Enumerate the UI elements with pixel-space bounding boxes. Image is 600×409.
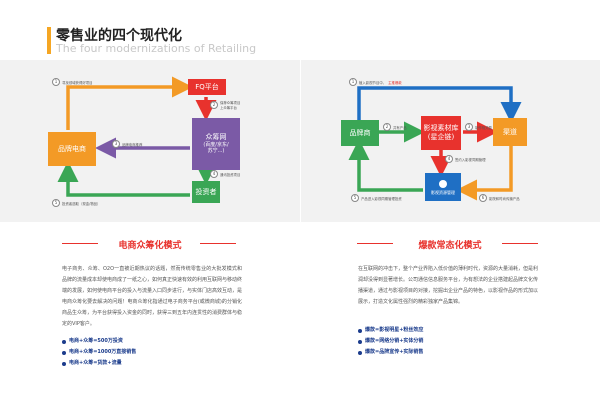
step-1-text: 寻找领域获得好项目 <box>62 80 93 85</box>
r-label-step-4: 4 签约入影视同期管理 <box>445 155 486 163</box>
step-2-text-2: 上众筹平台 <box>220 106 237 110</box>
node-media-library: 影视素材库 (星企链) <box>421 116 461 150</box>
r-step-5-number: 5 <box>351 194 359 202</box>
step-3-text: 品牌电商推荐 <box>122 142 143 147</box>
page-subtitle: The four modernizations of Retailing <box>56 42 257 55</box>
bullet-icon <box>358 339 362 344</box>
node-media-line2: (星企链) <box>427 133 455 141</box>
list-item: 爆款=品牌宣传+实际销售 <box>358 347 423 358</box>
step-3-number: 3 <box>112 140 120 148</box>
step-1-number: 1 <box>52 78 60 86</box>
list-item: 爆款=影视明星+粉丝效应 <box>358 325 423 336</box>
left-section-paragraph: 电子商务、众筹、O2O一直被近期热议的话题，然而传统零售业的大批发模式和品牌的流… <box>62 266 243 327</box>
hot-product-diagram: 品牌商 影视素材库 (星企链) 渠道 影视资源管理 1 植入影视节目中， 主推爆… <box>301 60 600 222</box>
node-brand: 品牌商 <box>341 120 379 146</box>
r-step-6-text: 影院和时尚传播产品 <box>489 196 520 201</box>
right-heading-rule-left <box>357 243 393 244</box>
step-5-number: 5 <box>52 199 60 207</box>
r-step-6-number: 6 <box>479 194 487 202</box>
right-bullet-1: 爆款=影视明星+粉丝效应 <box>365 327 424 333</box>
title-accent-bar <box>47 27 51 54</box>
bullet-icon <box>358 350 362 355</box>
label-step-3: 3 品牌电商推荐 <box>112 140 142 148</box>
left-section-bullets: 电商+众筹=500万投资 电商+众筹=1000万直接销售 电商+众筹=货款+流量 <box>62 336 136 369</box>
arrow-brand-to-channel <box>357 86 522 123</box>
right-section-paragraph: 在互联网的冲击下，整个产业界陷入低价值的薄利时代，资源的大量消耗，但是利润却没得… <box>358 266 539 305</box>
label-step-5: 5 投资者选取（现金/物品） <box>52 199 100 207</box>
logo-icon <box>439 179 447 188</box>
node-crowdfunding: 众筹网 (百度/京东/ 苏宁...) <box>192 118 240 170</box>
label-step-1: 1 寻找领域获得好项目 <box>52 78 93 86</box>
r-label-step-6: 6 影院和时尚传播产品 <box>479 194 520 202</box>
node-fq-platform: FQ平台 <box>188 79 226 95</box>
r-step-1-text: 植入影视节目中， <box>359 80 387 85</box>
bullet-icon <box>62 339 66 344</box>
label-step-2: 2 保荐众筹项目 上众筹平台 <box>210 100 240 110</box>
list-item: 电商+众筹=1000万直接销售 <box>62 347 136 358</box>
step-5-text: 投资者选取（现金/物品） <box>62 201 101 206</box>
r-label-step-2: 2 共有产品 <box>383 123 407 131</box>
r-step-1-highlight: 主推爆款 <box>388 80 402 85</box>
node-resource-text: 影视资源管理 <box>431 189 455 195</box>
r-step-3-number: 3 <box>465 123 473 131</box>
list-item: 电商+众筹=500万投资 <box>62 336 136 347</box>
r-step-2-text: 共有产品 <box>393 125 407 130</box>
node-crowdfunding-line2: (百度/京东/ <box>203 142 229 149</box>
r-step-4-number: 4 <box>445 155 453 163</box>
crowdfunding-diagram: FQ平台 品牌电商 众筹网 (百度/京东/ 苏宁...) 投资者 1 寻找领域获… <box>0 60 300 222</box>
right-heading-rule-right <box>502 243 538 244</box>
crowdfunding-diagram-svg <box>57 76 217 197</box>
r-step-5-text: 产品进入影视同期管理投资 <box>361 196 402 201</box>
arrow-ecommerce-to-fq <box>66 76 193 130</box>
r-step-1-number: 1 <box>349 78 357 86</box>
right-bullet-2: 爆款=网络分销+实体分销 <box>365 338 424 344</box>
left-section-heading: 电商众筹化模式 <box>118 241 182 251</box>
bullet-icon <box>358 328 362 333</box>
left-bullet-1: 电商+众筹=500万投资 <box>69 338 123 344</box>
step-4-text: 通讯投资项目 <box>220 172 241 177</box>
r-label-step-3: 3 制作相关剧 <box>465 123 492 131</box>
arrow-channel-to-resource <box>456 146 513 201</box>
bullet-icon <box>62 350 66 355</box>
node-investor: 投资者 <box>192 181 220 203</box>
node-resource-management: 影视资源管理 <box>425 173 461 201</box>
r-step-4-text: 签约入影视同期管理 <box>455 157 486 162</box>
node-brand-ecommerce: 品牌电商 <box>48 132 96 166</box>
step-2-text: 保荐众筹项目 <box>220 101 241 105</box>
r-step-3-text: 制作相关剧 <box>475 125 492 130</box>
left-heading-rule-left <box>62 243 98 244</box>
r-label-step-5: 5 产品进入影视同期管理投资 <box>351 194 402 202</box>
list-item: 爆款=网络分销+实体分销 <box>358 336 423 347</box>
r-label-step-1: 1 植入影视节目中， 主推爆款 <box>349 78 402 86</box>
node-channel: 渠道 <box>493 118 527 146</box>
right-section-heading: 爆款常态化模式 <box>418 241 482 251</box>
arrow-investor-to-ecommerce <box>57 161 190 197</box>
bullet-icon <box>62 361 66 366</box>
left-heading-rule-right <box>200 243 236 244</box>
left-bullet-2: 电商+众筹=1000万直接销售 <box>69 349 137 355</box>
node-media-line1: 影视素材库 <box>423 124 459 133</box>
right-bullet-3: 爆款=品牌宣传+实际销售 <box>365 349 424 355</box>
node-crowdfunding-line3: 苏宁...) <box>207 148 225 155</box>
arrow-resource-to-brand <box>348 139 423 192</box>
page-title: 零售业的四个现代化 <box>56 28 182 44</box>
right-section-bullets: 爆款=影视明星+粉丝效应 爆款=网络分销+实体分销 爆款=品牌宣传+实际销售 <box>358 325 423 358</box>
label-step-4: 4 通讯投资项目 <box>210 170 240 178</box>
step-4-number: 4 <box>210 170 218 178</box>
hot-product-diagram-svg <box>348 86 522 201</box>
r-step-2-number: 2 <box>383 123 391 131</box>
node-crowdfunding-line1: 众筹网 <box>205 133 227 142</box>
step-2-number: 2 <box>210 101 218 109</box>
left-bullet-3: 电商+众筹=货款+流量 <box>69 360 122 366</box>
list-item: 电商+众筹=货款+流量 <box>62 358 136 369</box>
